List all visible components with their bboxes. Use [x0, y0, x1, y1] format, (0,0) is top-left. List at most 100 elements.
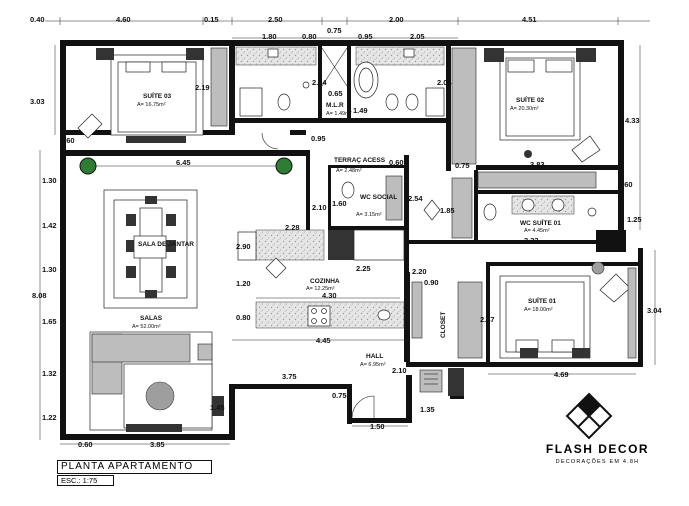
dim-1-80: 1.80 [262, 32, 277, 41]
closet: 2.20 0.90 CLOSET 2.47 [411, 267, 495, 359]
room-mlr-area: A= 1.49m² [326, 111, 352, 117]
dim-1-42: 1.42 [42, 221, 57, 230]
room-closet-name: CLOSET [440, 312, 447, 338]
dim-2-04b: 2.04 [437, 78, 452, 87]
room-wcsuite01-name: WC SUÍTE 01 [520, 218, 561, 227]
dim-3-83: 3.83 [530, 160, 545, 169]
dim-0-60-bottom: 0.60 [78, 440, 93, 449]
room-wcsuite01-area: A= 4.45m² [524, 228, 550, 234]
dim-2-50: 2.50 [268, 15, 283, 24]
dim-4-30: 4.30 [322, 291, 337, 300]
dim-1-25: 1.25 [627, 215, 642, 224]
dim-3-04: 3.04 [647, 306, 662, 315]
terrace-wc-social: TERRAÇ ACESS A= 2.48m² 0.60 WC SOCIAL A=… [312, 157, 441, 221]
dim-1-50: 1.50 [370, 422, 385, 431]
dim-2-54: 2.54 [408, 194, 423, 203]
dim-2-90: 2.90 [236, 242, 251, 251]
room-suite02-area: A= 20.30m² [510, 106, 539, 112]
dim-2-19: 2.19 [195, 83, 210, 92]
room-salas-area: A= 52.00m² [132, 324, 161, 330]
room-salajantar-name: SALA DE JANTAR [138, 241, 194, 248]
hall: 3.75 HALL A= 6.95m² 2.10 0.75 1.35 1.50 [282, 353, 464, 431]
corridor: 6.45 [79, 157, 293, 175]
dim-0-80-kitchen: 0.80 [236, 313, 251, 322]
dim-1-32: 1.32 [42, 369, 57, 378]
dim-0-60-left: 0.60 [60, 136, 75, 145]
dim-2-28: 2.28 [285, 223, 300, 232]
dim-2-04a: 2.04 [312, 78, 327, 87]
top-bathrooms: M.L.R A= 1.49m² 2.04 0.65 1.49 2.04 0.95 [235, 46, 452, 143]
dim-1-35: 1.35 [420, 405, 435, 414]
bottom-dimensions: 0.60 3.85 [60, 440, 230, 449]
room-suite03-area: A= 16.75m² [137, 102, 166, 108]
dim-0-60-right: 0.60 [618, 180, 633, 189]
dim-4-51: 4.51 [522, 15, 537, 24]
dim-0-90: 0.90 [424, 278, 439, 287]
dim-3-03: 3.03 [30, 97, 45, 106]
dim-0-95-mid: 0.95 [311, 134, 326, 143]
dim-1-30a: 1.30 [42, 176, 57, 185]
dim-3-33: 3.33 [524, 236, 539, 245]
dim-1-65: 1.65 [42, 317, 57, 326]
dim-4-33: 4.33 [625, 116, 640, 125]
dim-0-75-hall: 0.75 [332, 391, 347, 400]
dim-2-05: 2.05 [410, 32, 425, 41]
room-wcsocial-name: WC SOCIAL [360, 194, 397, 201]
left-dimensions: 3.03 1.30 1.42 1.30 8.08 1.65 1.32 1.22 [30, 45, 57, 440]
dim-0-95-top: 0.95 [358, 32, 373, 41]
suite-01: SUÍTE 01 A= 18.00m² 4.69 [488, 261, 637, 379]
dim-1-60: 1.60 [332, 199, 347, 208]
dim-0-65: 0.65 [328, 89, 343, 98]
dim-0-75-mid: 0.75 [455, 161, 470, 170]
plan-title: PLANTA APARTAMENTO [57, 460, 212, 474]
room-suite01-area: A= 18.00m² [524, 307, 553, 313]
suite-02: SUÍTE 02 A= 20.30m² 3.83 0.75 [451, 47, 601, 189]
dim-4-60: 4.60 [116, 15, 131, 24]
plan-scale: ESC.: 1:75 [57, 475, 114, 486]
dim-2-10a: 2.10 [312, 203, 327, 212]
diamond-lattice-icon [565, 392, 613, 440]
kitchen: 2.28 2.90 2.25 COZINHA A= 12.25m² 1.20 4… [232, 223, 410, 345]
dim-1-22: 1.22 [42, 413, 57, 422]
living-area: 1.45 [89, 331, 225, 432]
room-suite02-name: SUÍTE 02 [516, 95, 545, 104]
brand-block: FLASH DECOR DECORAÇÕES EM 4.8H [530, 438, 665, 465]
dim-4-69: 4.69 [554, 370, 569, 379]
dim-2-00: 2.00 [389, 15, 404, 24]
brand-name: FLASH DECOR [545, 442, 650, 456]
room-suite01-name: SUÍTE 01 [528, 296, 557, 305]
dim-1-20: 1.20 [236, 279, 251, 288]
room-terraco-name: TERRAÇ ACESS [334, 157, 386, 164]
dim-6-45: 6.45 [176, 158, 191, 167]
dim-1-49: 1.49 [353, 106, 368, 115]
room-salas-name: SALAS [140, 315, 163, 322]
room-hall-name: HALL [366, 353, 383, 360]
dim-2-10b: 2.10 [392, 366, 407, 375]
dim-0-40: 0.40 [30, 15, 45, 24]
dim-2-25: 2.25 [356, 264, 371, 273]
dim-0-15: 0.15 [204, 15, 219, 24]
suite-03: SUÍTE 03 A= 16.75m² 2.19 0.60 [60, 47, 279, 150]
dim-1-30b: 1.30 [42, 265, 57, 274]
room-terraco-area: A= 2.48m² [336, 168, 362, 174]
wc-suite-01: 1.85 WC SUÍTE 01 A= 4.45m² 3.33 [440, 177, 597, 245]
top-dimensions: 0.40 4.60 0.15 2.50 0.75 2.00 4.51 1.80 … [30, 15, 650, 41]
walls [60, 40, 643, 440]
dim-3-85: 3.85 [150, 440, 165, 449]
dim-2-20: 2.20 [412, 267, 427, 276]
room-suite03-name: SUÍTE 03 [143, 91, 172, 100]
dim-4-45: 4.45 [316, 336, 331, 345]
room-hall-area: A= 6.95m² [360, 362, 386, 368]
dim-8-08: 8.08 [32, 291, 47, 300]
dim-3-75: 3.75 [282, 372, 297, 381]
right-dimensions: 4.33 0.60 1.25 3.04 [618, 45, 662, 365]
dim-2-47: 2.47 [480, 315, 495, 324]
room-wcsocial-area: A= 3.15m² [356, 212, 382, 218]
room-mlr-name: M.L.R [326, 102, 344, 109]
dim-0-80-top: 0.80 [302, 32, 317, 41]
dim-0-75-top: 0.75 [327, 26, 342, 35]
brand-tagline: DECORAÇÕES EM 4.8H [555, 459, 640, 465]
dim-1-85: 1.85 [440, 206, 455, 215]
room-cozinha-area: A= 12.25m² [306, 286, 335, 292]
